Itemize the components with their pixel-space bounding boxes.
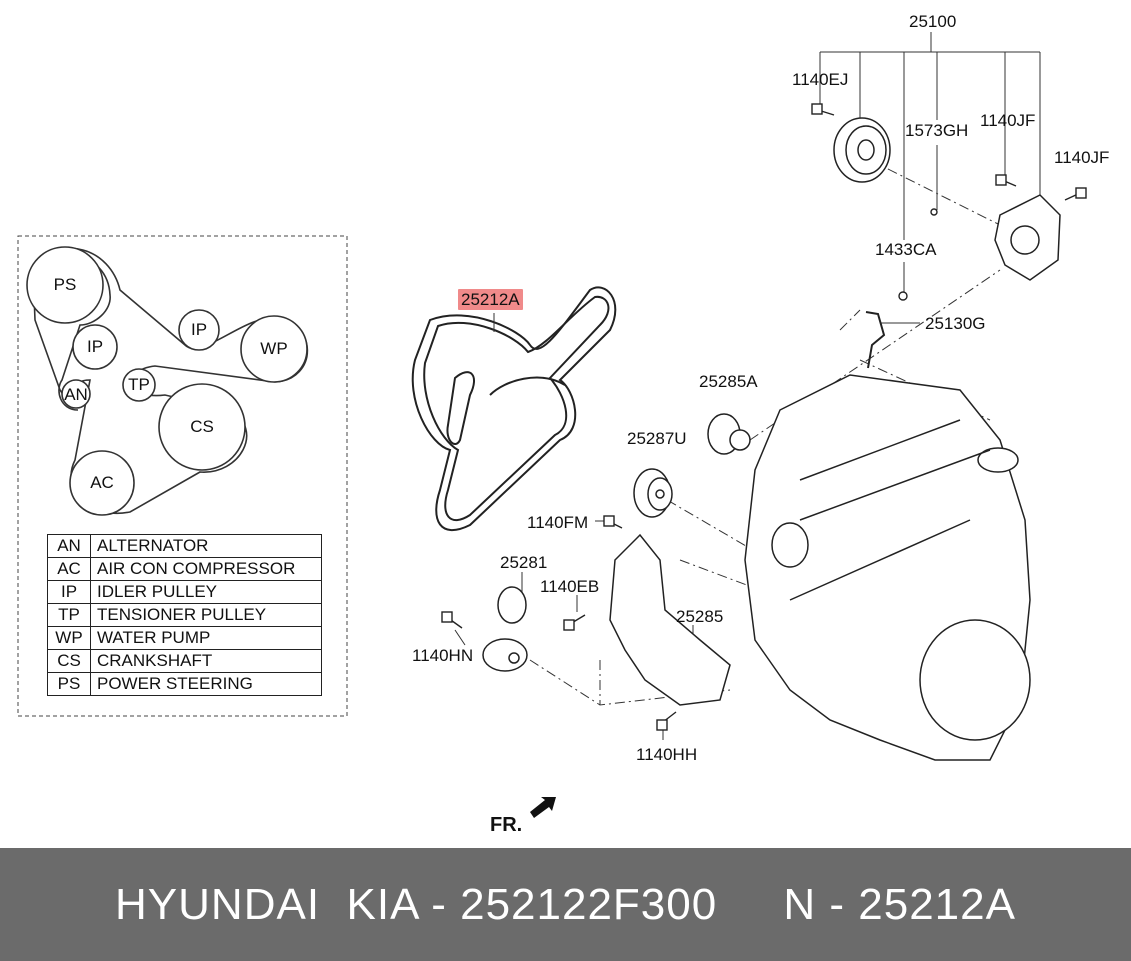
callout-1573gh[interactable]: 1573GH — [905, 121, 969, 140]
callout-1140jf-right[interactable]: 1140JF — [1054, 148, 1110, 167]
legend-desc: WATER PUMP — [90, 626, 322, 650]
pulley-label-cs: CS — [190, 417, 214, 436]
pulley-ip-lower — [72, 324, 118, 370]
callout-25285a[interactable]: 25285A — [699, 372, 758, 391]
separator: - — [418, 880, 461, 929]
legend-code: WP — [47, 626, 91, 650]
callout-1140fm[interactable]: 1140FM — [527, 513, 589, 532]
gap — [717, 880, 783, 929]
callout-25212a[interactable]: 25212A — [458, 289, 523, 310]
callout-25100[interactable]: 25100 — [909, 12, 957, 31]
idler-pulleys — [482, 413, 751, 672]
legend-desc: CRANKSHAFT — [90, 649, 322, 673]
callout-1140eb[interactable]: 1140EB — [540, 577, 600, 596]
legend-desc: ALTERNATOR — [90, 534, 322, 558]
legend-code: TP — [47, 603, 91, 627]
pulley-cs — [158, 383, 246, 471]
callout-25287u[interactable]: 25287U — [627, 429, 687, 448]
pulley-label-an: AN — [64, 385, 88, 404]
legend-desc: AIR CON COMPRESSOR — [90, 557, 322, 581]
callout-1140ej[interactable]: 1140EJ — [792, 70, 849, 89]
pulley-ac — [69, 450, 135, 516]
front-direction-label: FR. — [490, 814, 523, 836]
legend-code: CS — [47, 649, 91, 673]
leader-lines — [454, 32, 1041, 740]
pulley-ps — [26, 246, 104, 324]
pulley-label-ip-upper: IP — [190, 320, 208, 339]
pulley-label-ac: AC — [90, 473, 114, 492]
pulley-label-ps: PS — [53, 275, 77, 294]
callout-1140hh[interactable]: 1140HH — [636, 745, 698, 764]
engine-block — [744, 374, 1031, 761]
diagram-drawing — [17, 32, 1087, 818]
highlighted-part-label: 25212A — [458, 289, 523, 310]
callout-25281[interactable]: 25281 — [500, 553, 548, 572]
water-pump-body — [994, 194, 1061, 281]
pulley-label-wp: WP — [260, 339, 288, 358]
pulley-label-tp: TP — [128, 375, 150, 394]
legend-code: AN — [47, 534, 91, 558]
legend-code: AC — [47, 557, 91, 581]
legend-desc: TENSIONER PULLEY — [90, 603, 322, 627]
pulley-label-ip-lower: IP — [86, 337, 104, 356]
n-value: 25212A — [858, 880, 1016, 929]
water-pump-pulley — [833, 117, 891, 183]
bracket — [609, 533, 731, 706]
callout-1140jf-upper[interactable]: 1140JF — [980, 111, 1036, 130]
belt-25212a — [411, 286, 617, 531]
oem-number: 252122F300 — [460, 880, 718, 929]
legend-desc: IDLER PULLEY — [90, 580, 322, 604]
separator: - — [816, 880, 859, 929]
routing-box — [17, 235, 348, 717]
callout-25285[interactable]: 25285 — [676, 607, 724, 626]
callout-1433ca[interactable]: 1433CA — [875, 240, 937, 259]
legend-desc: POWER STEERING — [90, 672, 322, 696]
front-arrow-icon — [530, 797, 556, 818]
pulley-tp — [122, 368, 156, 402]
legend-row: TP TENSIONER PULLEY — [47, 603, 322, 627]
legend-row: WP WATER PUMP — [47, 626, 322, 650]
n-label: N — [783, 880, 817, 929]
legend-code: IP — [47, 580, 91, 604]
part-number-banner: HYUNDAI KIA - 252122F300 N - 25212A — [0, 848, 1131, 961]
gasket — [865, 311, 886, 369]
bolts — [441, 103, 1087, 731]
callout-1140hn[interactable]: 1140HN — [412, 646, 474, 665]
brand-text: HYUNDAI KIA — [115, 880, 418, 929]
pulley-wp — [240, 315, 308, 383]
pulley-an — [61, 379, 91, 409]
pulley-ip-upper — [178, 309, 220, 351]
callout-25130g[interactable]: 25130G — [925, 314, 986, 333]
legend-code: PS — [47, 672, 91, 696]
